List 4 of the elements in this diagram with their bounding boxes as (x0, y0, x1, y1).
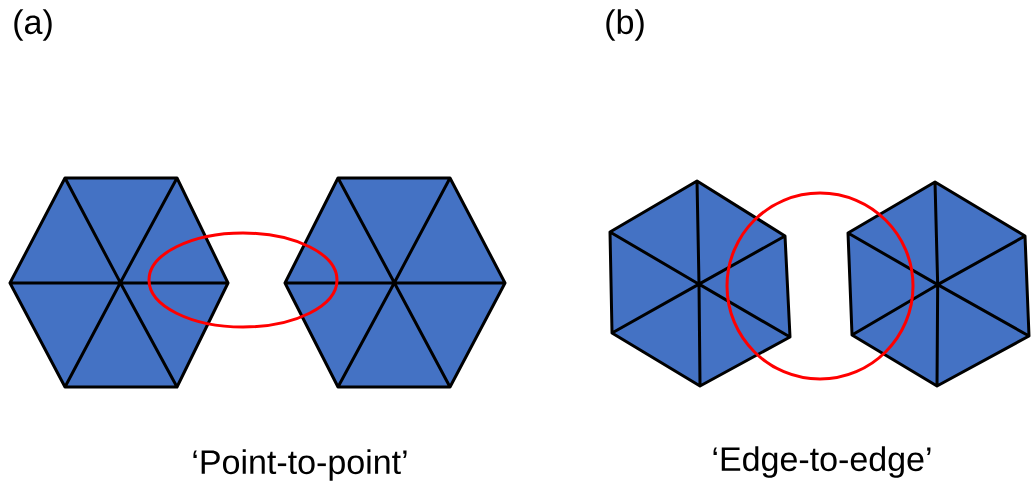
caption-text: (b) (606, 9, 644, 41)
caption-text: ‘Point-to-point’ (193, 449, 407, 481)
caption-text: (a) (14, 9, 52, 41)
caption-text: ‘Edge-to-edge’ (713, 446, 931, 478)
